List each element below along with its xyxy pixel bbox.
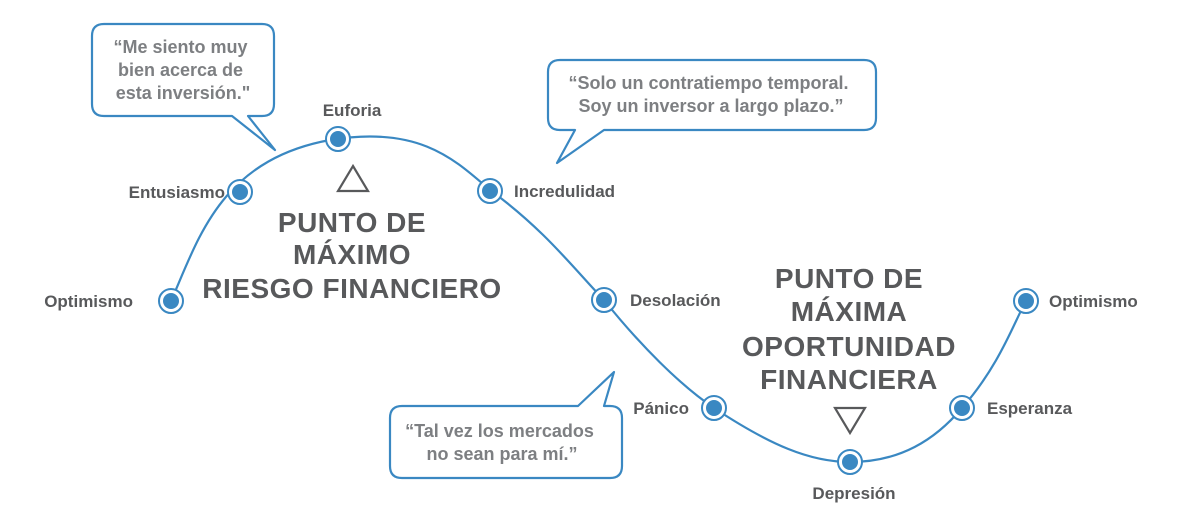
quote-panic-line-2: no sean para mí.” [426,444,577,464]
max-opportunity-line-1: PUNTO DE [775,263,923,294]
stage-node-desolacion [591,287,617,313]
quote-setback-line-1: “Solo un contratiempo temporal. [568,73,848,93]
stage-node-esperanza [949,395,975,421]
stage-node-entusiasmo [227,179,253,205]
stage-node-euforia [325,126,351,152]
stage-node-incredulidad [477,178,503,204]
svg-text:“Solo un contratiempo temporal: “Solo un contratiempo temporal. Soy un i… [568,73,853,116]
max-risk-triangle-icon [336,163,370,193]
quote-bubble-setback: “Solo un contratiempo temporal. Soy un i… [546,58,878,165]
quote-euphoria-line-1: “Me siento muy [113,37,247,57]
stage-label-desolacion: Desolación [630,291,721,310]
max-risk-heading: PUNTO DE MÁXIMO RIESGO FINANCIERO [202,207,501,304]
stage-label-incredulidad: Incredulidad [514,182,615,201]
stage-label-depresion: Depresión [812,484,895,503]
quote-euphoria-line-2: bien acerca de [118,60,243,80]
stage-label-optimismo-end: Optimismo [1049,292,1138,311]
max-risk-line-3: RIESGO FINANCIERO [202,273,501,304]
stage-node-optimismo-start [158,288,184,314]
svg-text:“Me siento muy bien acer: “Me siento muy bien acerca de esta inver… [113,37,252,103]
stage-label-entusiasmo: Entusiasmo [129,183,225,202]
max-opportunity-heading: PUNTO DE MÁXIMA OPORTUNIDAD FINANCIERA [742,263,956,395]
stage-node-optimismo-end [1013,288,1039,314]
max-opportunity-triangle-icon [833,406,867,436]
quote-euphoria-line-3: esta inversión." [116,83,251,103]
stage-label-optimismo-start: Optimismo [44,292,133,311]
stage-label-esperanza: Esperanza [987,399,1073,418]
stage-label-euforia: Euforia [323,101,382,120]
stage-node-depresion [837,449,863,475]
quote-bubble-panic: “Tal vez los mercados no sean para mí.” [388,370,624,480]
max-opportunity-line-4: FINANCIERA [760,364,938,395]
stage-label-panico: Pánico [633,399,689,418]
max-opportunity-line-3: OPORTUNIDAD [742,331,956,362]
svg-text:“Tal vez los mercados no: “Tal vez los mercados no sean para mí.” [405,421,599,464]
quote-setback-line-2: Soy un inversor a largo plazo.” [578,96,843,116]
max-risk-line-1: PUNTO DE [278,207,426,238]
quote-bubble-euphoria: “Me siento muy bien acerca de esta inver… [90,22,277,152]
max-opportunity-line-2: MÁXIMA [791,296,908,327]
stage-node-panico [701,395,727,421]
quote-panic-line-1: “Tal vez los mercados [405,421,594,441]
max-risk-line-2: MÁXIMO [293,239,411,270]
